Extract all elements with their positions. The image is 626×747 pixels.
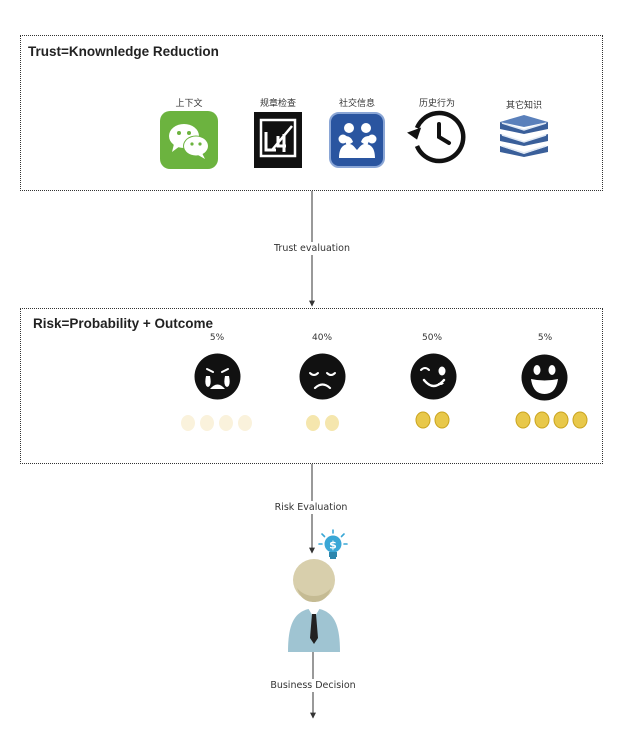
coins-row [305,413,345,433]
social-network-icon [329,112,385,168]
probability-label: 5% [537,333,553,343]
coin [238,415,252,431]
source-label-other: 其它知识 [505,101,542,111]
risk-section-title: Risk=Probability + Outcome [33,316,214,331]
source-label-social: 社交信息 [338,99,375,109]
grinning-face-icon [521,354,568,401]
trust-evaluation-label: Trust evaluation [272,242,352,255]
coins-row [415,410,455,430]
coin [553,411,569,429]
coin [181,415,195,431]
probability-label: 50% [421,333,443,343]
winking-face-icon [410,353,457,400]
money-lightbulb-icon: $ [318,529,348,561]
coin [515,411,531,429]
risk-section-box [20,308,603,464]
probability-label: 5% [209,333,225,343]
risk-evaluation-label: Risk Evaluation [272,501,350,514]
source-label-compliance: 规章检查 [259,99,296,109]
coin [200,415,214,431]
coin [325,415,339,431]
businessman-icon [284,558,344,654]
probability-label: 40% [311,333,333,343]
coin [572,411,588,429]
trust-section-title: Trust=Knownledge Reduction [28,44,219,59]
crying-face-icon [194,353,241,400]
coins-row [180,413,256,433]
coin [434,411,450,429]
svg-text:$: $ [329,539,337,552]
coins-row [515,410,591,430]
coin [306,415,320,431]
source-label-context: 上下文 [175,99,203,109]
source-label-history: 历史行为 [418,99,455,109]
sad-face-icon [299,353,346,400]
audit-document-icon [254,112,302,168]
coin [415,411,431,429]
coin [219,415,233,431]
history-clock-icon [405,108,467,166]
coin [534,411,550,429]
books-icon [497,113,551,157]
wechat-icon [160,111,218,169]
business-decision-label: Business Decision [268,679,358,692]
trust-section-box [20,35,603,191]
